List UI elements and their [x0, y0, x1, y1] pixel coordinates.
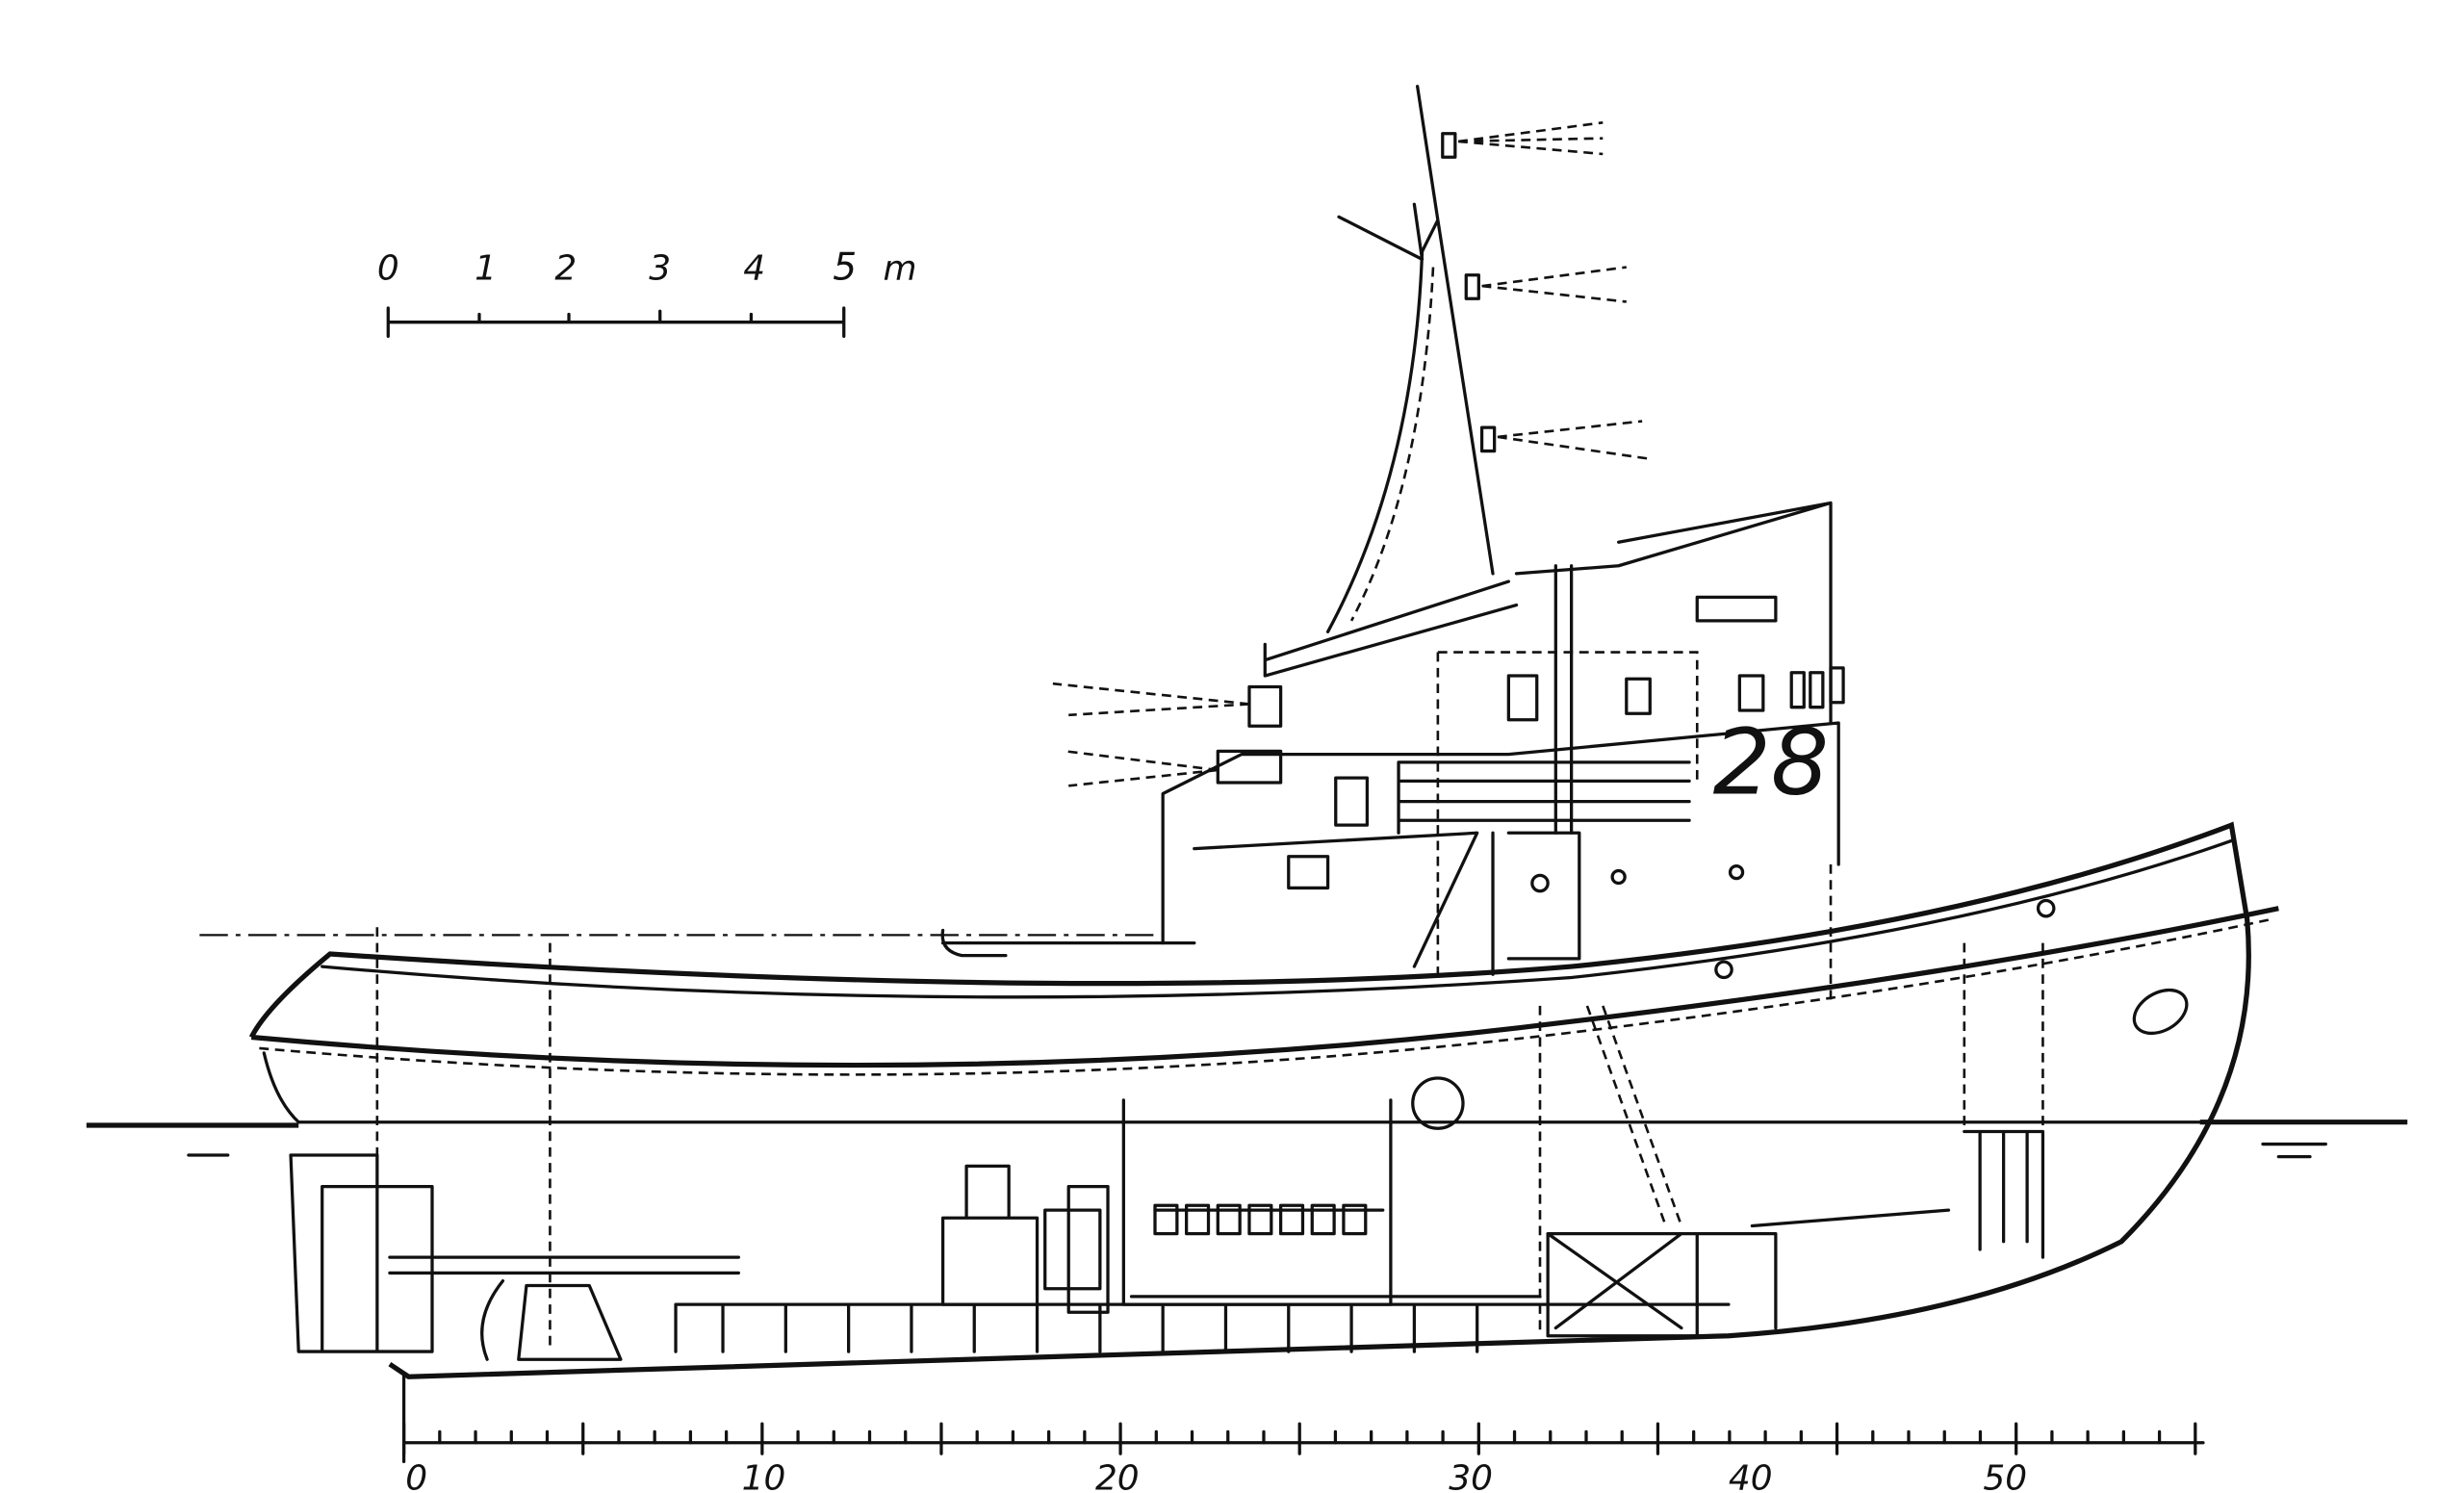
ruler-label-20: 20 [1095, 1459, 1140, 1493]
ruler-label-0: 0 [405, 1459, 427, 1493]
waterline [86, 1120, 2408, 1128]
scale-label-0: 0 [377, 249, 399, 289]
ruler-label-40: 40 [1729, 1459, 1773, 1493]
scale-label-1: 1 [475, 249, 497, 289]
ruler-label-50: 50 [1983, 1459, 2027, 1493]
hull-number: 28 [1713, 709, 1830, 815]
scale-bar: 0 1 2 3 4 5 m [377, 246, 917, 339]
scale-label-4: 4 [743, 249, 765, 289]
hull [248, 821, 2279, 1379]
ruler-label-10: 10 [742, 1459, 786, 1493]
ruler-label-30: 30 [1449, 1459, 1493, 1493]
frame-ruler: 0 10 20 30 40 50 [401, 1373, 2205, 1493]
scale-label-5: 5 [833, 246, 857, 290]
scale-label-3: 3 [649, 249, 671, 289]
superstructure: 28 [940, 501, 2056, 980]
scale-unit: m [884, 249, 917, 289]
mast [1052, 85, 1651, 787]
scale-label-2: 2 [554, 249, 577, 289]
